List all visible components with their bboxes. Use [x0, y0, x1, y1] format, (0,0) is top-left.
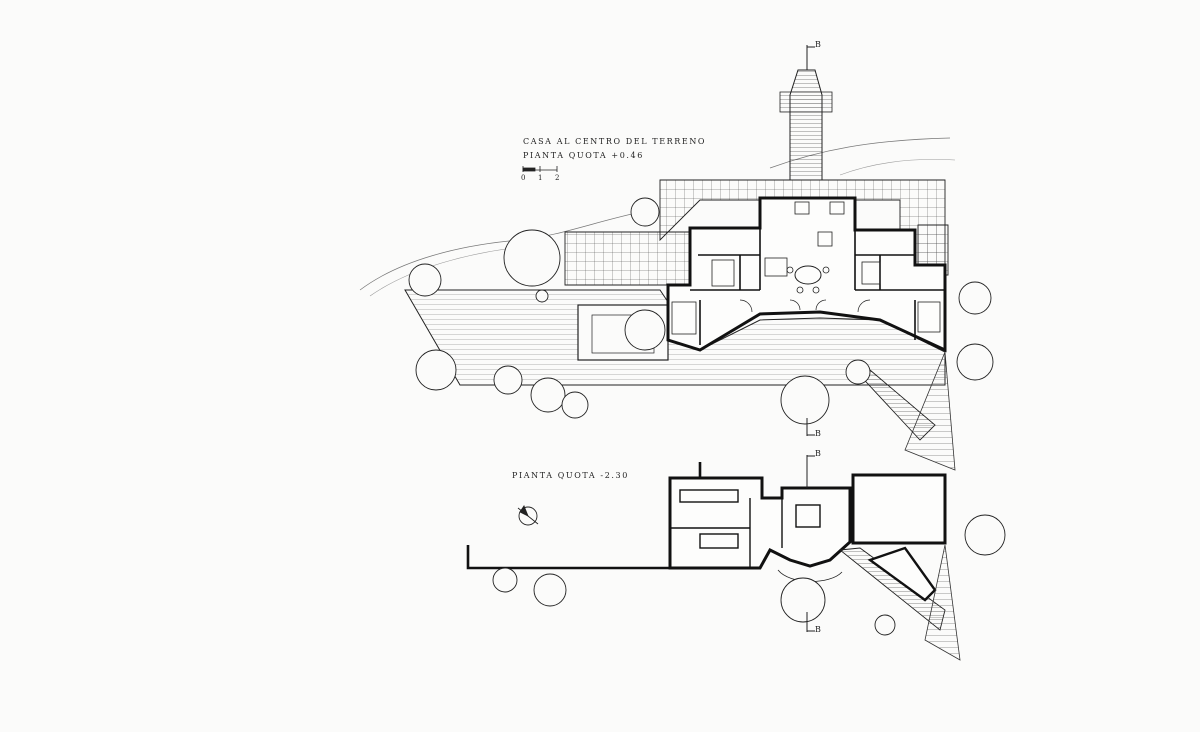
section-mark-lower-top: B: [815, 449, 821, 458]
section-mark-upper-bottom: B: [815, 429, 821, 438]
house-outline: [666, 196, 947, 353]
terrain-contour: [769, 137, 951, 169]
north-stair-outline: [789, 69, 823, 181]
tree: [408, 197, 994, 425]
scale-bar: [522, 166, 558, 172]
north-stair-landing: [779, 91, 833, 113]
scale-label-1: 1: [538, 174, 543, 182]
section-mark-top: B: [815, 40, 821, 49]
upper-plan: [359, 45, 994, 471]
scale-label-0: 0: [521, 174, 526, 182]
lower-house-outline: [668, 476, 852, 570]
scale-label-2: 2: [555, 174, 560, 182]
lower-plan-level-label: PIANTA QUOTA -2.30: [512, 471, 629, 480]
east-paved-terrace: [917, 224, 949, 276]
garage: [851, 473, 947, 545]
west-paved-terrace: [564, 231, 691, 286]
tree: [492, 514, 1006, 636]
north-arrow-icon: [517, 505, 539, 526]
interior-walls: [690, 228, 945, 345]
section-mark-lower-bottom: B: [815, 625, 821, 634]
lower-plan: [466, 455, 1006, 661]
drawing-title: CASA AL CENTRO DEL TERRENO: [523, 137, 707, 146]
upper-plan-level-label: PIANTA QUOTA +0.46: [523, 151, 644, 160]
east-slope-wall: [904, 351, 956, 471]
terrain-contour: [839, 159, 956, 176]
dining-table: [794, 265, 822, 285]
